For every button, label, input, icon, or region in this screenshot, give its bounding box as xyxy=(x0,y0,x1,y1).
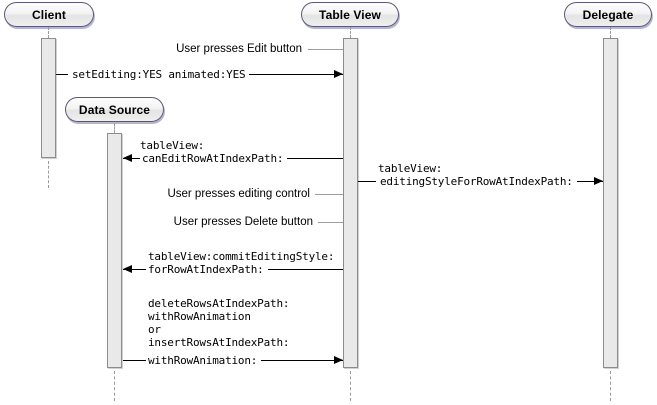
participant-label-table-view: Table View xyxy=(319,7,381,22)
lifeline-stem-data-source xyxy=(114,123,115,133)
message-label-delete-rows-line2: withRowAnimation xyxy=(148,310,251,323)
message-label-delete-rows-line1: deleteRowsAtIndexPath: xyxy=(148,297,290,310)
participant-client: Client xyxy=(4,2,94,27)
message-connector-user-presses-edit xyxy=(308,49,343,50)
lifeline-tail-delegate xyxy=(610,371,611,401)
message-label-delete-rows-line5: withRowAnimation: xyxy=(146,354,262,367)
activation-bar-delegate xyxy=(603,38,618,368)
participant-label-delegate: Delegate xyxy=(582,7,634,22)
activation-bar-client xyxy=(41,38,56,158)
activation-bar-table-view xyxy=(343,38,358,368)
message-arrowhead-commit-editing-style xyxy=(123,265,132,273)
message-label-user-presses-editing-control: User presses editing control xyxy=(167,188,310,200)
message-label-can-edit-row-line1: tableView: xyxy=(140,139,205,152)
message-label-set-editing: setEditing:YES animated:YES xyxy=(68,68,250,81)
participant-table-view: Table View xyxy=(301,2,399,27)
message-label-user-presses-delete: User presses Delete button xyxy=(173,216,313,228)
message-label-delete-rows-line4: insertRowsAtIndexPath: xyxy=(148,336,290,349)
message-label-commit-editing-style-line1: tableView:commitEditingStyle: xyxy=(148,250,335,263)
lifeline-tail-data-source xyxy=(114,371,115,401)
message-label-commit-editing-style-line2: forRowAtIndexPath: xyxy=(146,263,268,276)
message-label-user-presses-edit: User presses Edit button xyxy=(176,43,302,55)
message-label-delete-rows-line3: or xyxy=(148,323,161,336)
activation-bar-data-source xyxy=(107,133,122,368)
message-arrowhead-can-edit-row xyxy=(123,154,132,162)
message-connector-user-presses-delete xyxy=(318,222,343,223)
lifeline-tail-table-view xyxy=(350,371,351,401)
message-arrowhead-set-editing xyxy=(334,70,343,78)
participant-label-data-source: Data Source xyxy=(78,102,151,117)
message-label-editing-style-line1: tableView: xyxy=(378,162,443,175)
message-label-can-edit-row-line2: canEditRowAtIndexPath: xyxy=(140,152,288,165)
message-arrowhead-delete-or-insert-rows xyxy=(334,356,343,364)
lifeline-tail-client xyxy=(48,161,49,188)
lifeline-stem-table-view xyxy=(350,27,351,38)
participant-data-source: Data Source xyxy=(65,97,164,122)
message-connector-user-presses-editing-control xyxy=(315,194,343,195)
message-arrowhead-editing-style-for-row xyxy=(594,177,603,185)
participant-label-client: Client xyxy=(32,7,66,22)
message-label-editing-style-line2: editingStyleForRowAtIndexPath: xyxy=(376,175,577,188)
participant-delegate: Delegate xyxy=(564,2,652,27)
lifeline-stem-delegate xyxy=(610,27,611,38)
lifeline-stem-client xyxy=(48,27,49,38)
